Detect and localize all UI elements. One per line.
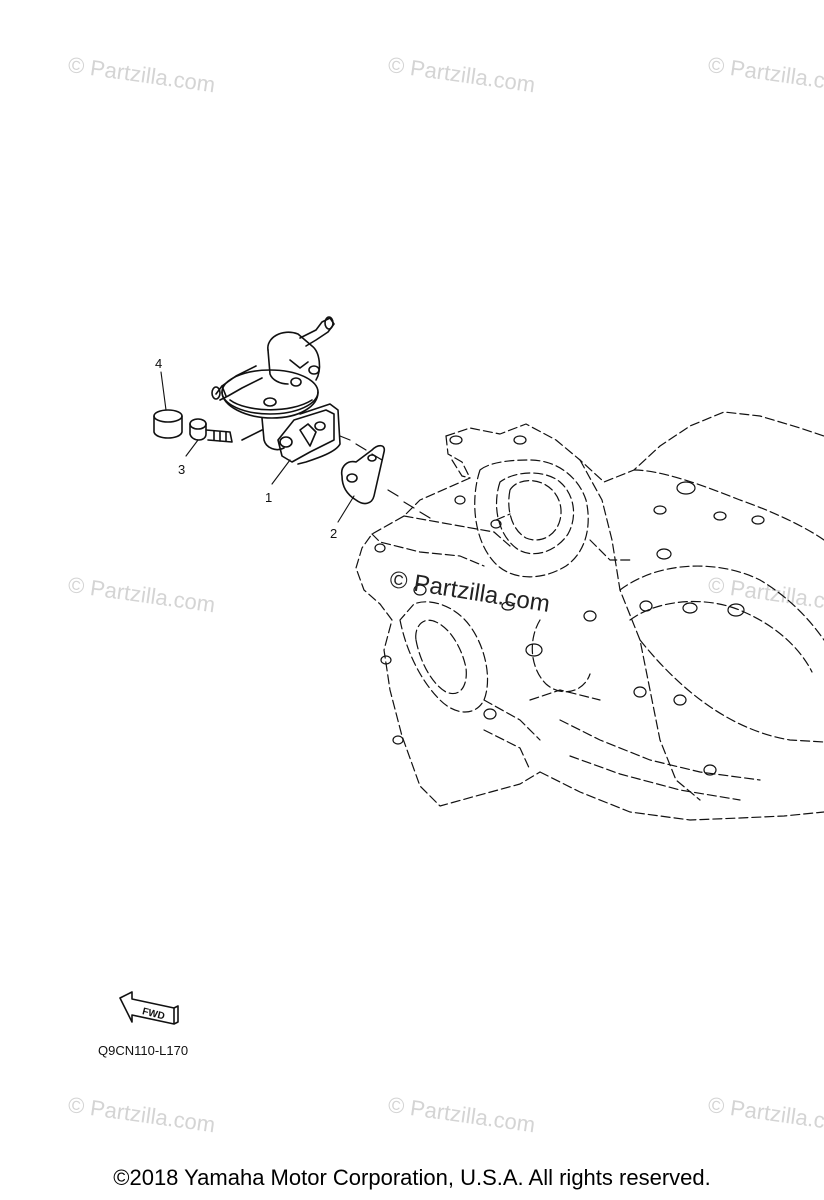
callout-number: 1 (265, 490, 273, 505)
engine-bolt-holes (374, 435, 765, 776)
callout-number: 2 (330, 526, 338, 541)
cap-part (153, 409, 183, 439)
gasket-part (340, 444, 386, 505)
bolt-part (189, 418, 233, 443)
fwd-label: FWD (141, 1006, 166, 1022)
copyright-notice: ©2018 Yamaha Motor Corporation, U.S.A. A… (113, 1165, 711, 1190)
assembly-line (339, 435, 431, 519)
fuel-pump-part (211, 316, 341, 465)
callout-number: 4 (155, 356, 163, 371)
leader-lines (160, 371, 355, 523)
diagram-code: Q9CN110-L170 (98, 1043, 189, 1058)
forward-arrow-icon: FWD (119, 991, 179, 1025)
callout-number: 3 (178, 462, 186, 477)
engine-block-outline (355, 411, 824, 821)
